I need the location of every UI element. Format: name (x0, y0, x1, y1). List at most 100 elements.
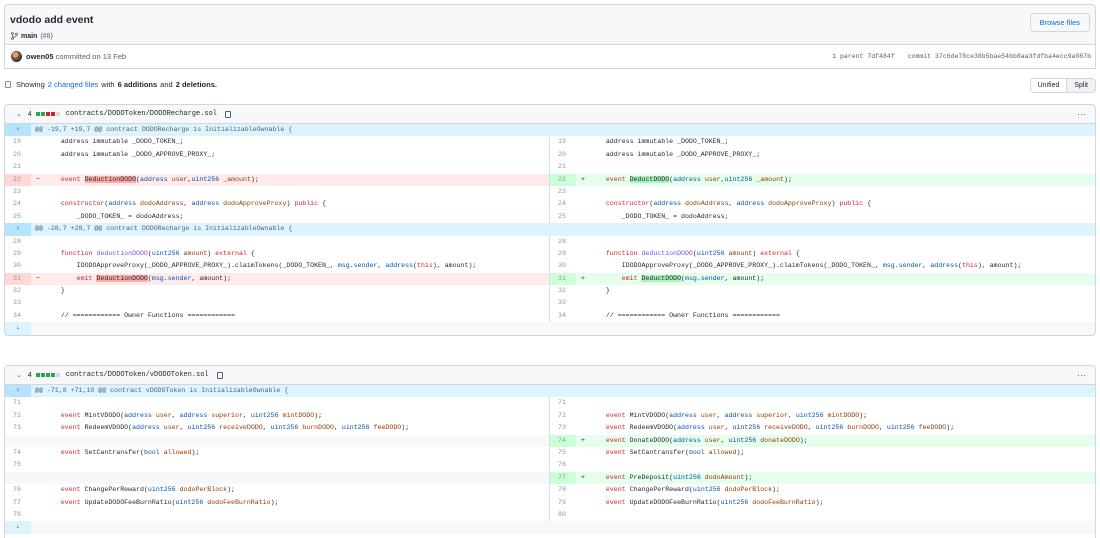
line-number[interactable]: 32 (13, 287, 21, 295)
file-path[interactable]: contracts/DODOToken/vDODOToken.sol (65, 371, 209, 379)
diff-row: 75 76 (5, 459, 1095, 472)
line-number[interactable]: 78 (558, 486, 566, 494)
line-number[interactable]: 74 (550, 434, 576, 447)
copy-icon[interactable] (225, 110, 232, 118)
diff-row: 74+ event DonateDODO(address user, uint2… (5, 434, 1095, 447)
diff-sign: + (581, 473, 585, 481)
line-number[interactable]: 19 (13, 138, 21, 146)
line-number[interactable]: 29 (13, 249, 21, 257)
line-number[interactable] (5, 435, 31, 447)
line-number[interactable]: 23 (13, 187, 21, 195)
line-number[interactable]: 30 (558, 262, 566, 270)
line-number[interactable]: 77 (550, 471, 576, 485)
diff-right-cell: 24 constructor(address dodoAddress, addr… (550, 198, 1095, 210)
line-number[interactable]: 75 (13, 461, 21, 469)
avatar[interactable] (11, 51, 22, 62)
kebab-icon[interactable]: ··· (1077, 109, 1086, 119)
line-number[interactable]: 79 (558, 498, 566, 506)
line-number[interactable]: 31 (5, 272, 31, 286)
author-name[interactable]: owen05 (26, 52, 54, 61)
diff-row: 77+ event PreDeposit(uint256 dodoAmount)… (5, 471, 1095, 485)
expand-up-icon[interactable]: ⇡ (5, 223, 31, 236)
line-number[interactable]: 75 (558, 448, 566, 456)
parent-ref[interactable]: 1 parent 7df484f (832, 53, 895, 60)
expand-up-icon[interactable]: ⇡ (5, 124, 31, 137)
line-number[interactable]: 74 (13, 448, 21, 456)
diff-sign (576, 447, 590, 459)
diff-right-cell: 23 (550, 186, 1095, 198)
diff-row: 19 address immutable _DODO_TOKEN_;19 add… (5, 136, 1095, 149)
line-number[interactable]: 73 (13, 424, 21, 432)
line-number[interactable]: 22 (5, 173, 31, 186)
line-number[interactable]: 72 (558, 411, 566, 419)
line-number[interactable]: 28 (13, 237, 21, 245)
branch-name[interactable]: main (21, 32, 38, 40)
line-number[interactable]: 19 (558, 138, 566, 146)
line-number[interactable]: 34 (558, 311, 566, 319)
diff-left-cell: 33 (5, 297, 550, 310)
code-line (590, 186, 1095, 198)
diff-left-cell: 73 event RedeemVDODO(address user, uint2… (5, 422, 550, 435)
kebab-icon[interactable]: ··· (1077, 370, 1086, 380)
line-number[interactable]: 72 (13, 411, 21, 419)
line-number[interactable]: 33 (558, 299, 566, 307)
copy-icon[interactable] (216, 371, 223, 379)
line-number[interactable]: 34 (13, 311, 21, 319)
line-number[interactable] (5, 472, 31, 484)
line-number[interactable]: 25 (13, 212, 21, 220)
expand-down-icon[interactable]: ⇣ (5, 521, 31, 534)
line-number[interactable]: 24 (558, 200, 566, 208)
line-number[interactable]: 25 (558, 212, 566, 220)
line-number[interactable]: 76 (558, 461, 566, 469)
browse-files-button[interactable]: Browse files (1029, 13, 1090, 32)
changed-files-link[interactable]: 2 changed files (47, 80, 99, 89)
code-line: event SetCantransfer(bool allowed); (605, 448, 745, 456)
unified-view-button[interactable]: Unified (1030, 79, 1067, 92)
line-number[interactable]: 20 (13, 150, 21, 158)
line-number[interactable]: 29 (558, 249, 566, 257)
line-number[interactable]: 32 (558, 287, 566, 295)
pr-ref[interactable]: (#8) (40, 32, 53, 40)
line-number[interactable]: 31 (550, 272, 576, 286)
diff-left-cell: 75 (5, 459, 550, 472)
expand-down-icon[interactable]: ⇣ (5, 322, 31, 335)
diff-sign: + (581, 175, 585, 183)
chevron-down-icon[interactable]: ⌄ (16, 111, 22, 118)
diff-sign (576, 211, 590, 223)
line-number[interactable]: 78 (13, 510, 21, 518)
additions-count: 6 additions (117, 80, 158, 89)
line-number[interactable]: 21 (13, 163, 21, 171)
diff-right-cell: 31+ emit DeductDODO(msg.sender, amount); (550, 272, 1095, 286)
line-number[interactable]: 80 (558, 510, 566, 518)
code-line: constructor(address dodoAddress, address… (605, 200, 872, 208)
diff-sign (576, 310, 590, 322)
diff-left-cell: 77 event UpdateDODOFeeBurnRatio(uint256 … (5, 496, 550, 509)
chevron-down-icon[interactable]: ⌄ (16, 372, 22, 379)
line-number[interactable]: 33 (13, 299, 21, 307)
line-number[interactable]: 28 (558, 237, 566, 245)
line-number[interactable]: 21 (558, 163, 566, 171)
code-line: // ============ Owner Functions ========… (590, 311, 780, 319)
hunk-text: @@ -71,8 +71,10 @@ contract vDODOToken i… (35, 387, 289, 394)
line-number[interactable]: 77 (13, 498, 21, 506)
line-number[interactable]: 73 (558, 424, 566, 432)
line-number[interactable]: 71 (13, 399, 21, 407)
diff-sign (576, 397, 590, 409)
line-number[interactable]: 23 (558, 187, 566, 195)
line-number[interactable]: 24 (13, 200, 21, 208)
diff-sign: + (581, 436, 585, 444)
line-number[interactable]: 71 (558, 399, 566, 407)
diff-row: 71 71 (5, 397, 1095, 410)
code-line (45, 186, 549, 198)
line-number[interactable]: 22 (550, 173, 576, 186)
split-view-button[interactable]: Split (1066, 79, 1095, 92)
diff-sign (31, 161, 45, 173)
expand-up-icon[interactable]: ⇡ (5, 385, 31, 398)
diff-left-cell (5, 434, 550, 447)
line-number[interactable]: 76 (13, 486, 21, 494)
file-path[interactable]: contracts/DODOToken/DODORecharge.sol (65, 110, 218, 118)
line-number[interactable]: 20 (558, 150, 566, 158)
line-number[interactable]: 30 (13, 262, 21, 270)
